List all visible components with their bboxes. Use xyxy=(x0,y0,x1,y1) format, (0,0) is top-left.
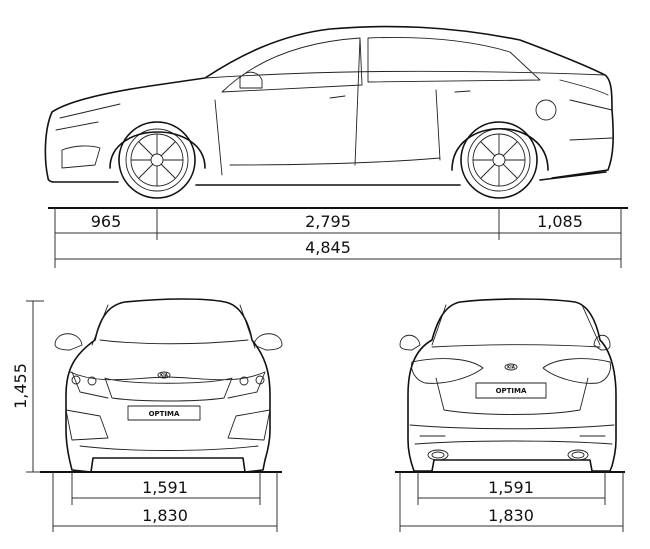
front-overhang-label: 965 xyxy=(91,212,122,231)
height-label: 1,455 xyxy=(11,363,30,409)
wheelbase-label: 2,795 xyxy=(305,212,351,231)
front-track-label: 1,591 xyxy=(142,478,188,497)
front-width-label: 1,830 xyxy=(142,506,188,525)
front-dimensions: 1,455 1,591 1,830 xyxy=(11,300,282,532)
kia-logo-front: KIA xyxy=(160,373,169,378)
side-dimensions: 965 2,795 1,085 4,845 xyxy=(48,207,628,268)
optima-badge-front: OPTIMA xyxy=(149,410,180,418)
side-view-car xyxy=(44,25,614,199)
rear-view-car: KIA OPTIMA xyxy=(399,298,617,472)
optima-badge-rear: OPTIMA xyxy=(496,387,527,395)
kia-logo-rear: KIA xyxy=(507,365,516,370)
rear-dimensions: 1,591 1,830 xyxy=(395,471,625,532)
rear-width-label: 1,830 xyxy=(488,506,534,525)
rear-overhang-label: 1,085 xyxy=(537,212,583,231)
front-view-car: KIA OPTIMA xyxy=(54,298,283,473)
rear-track-label: 1,591 xyxy=(488,478,534,497)
overall-length-label: 4,845 xyxy=(305,238,351,257)
